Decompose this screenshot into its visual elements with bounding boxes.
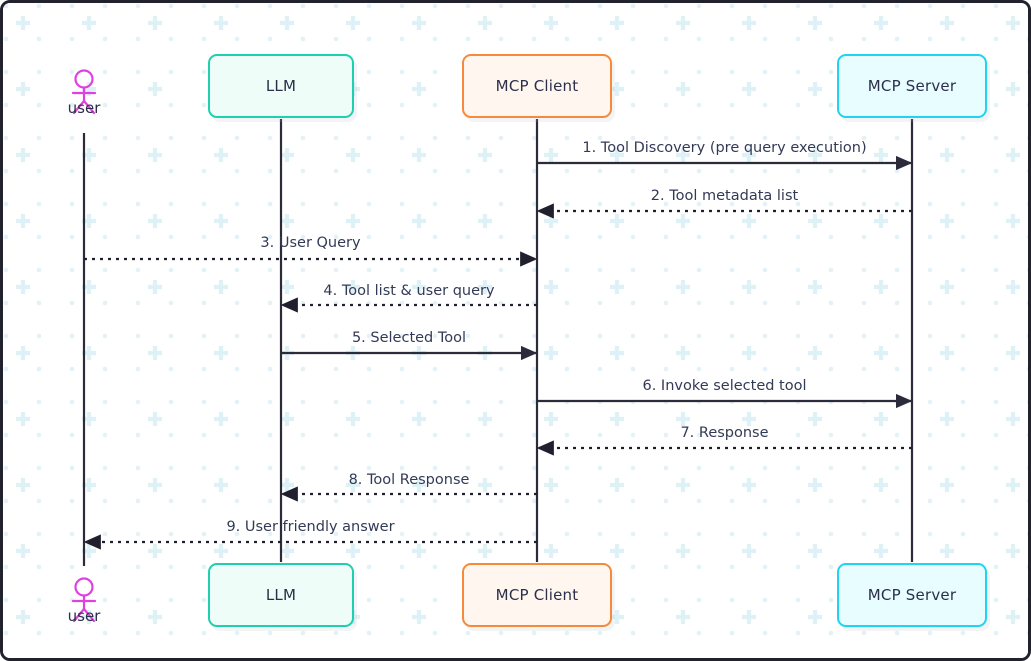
participant-box-llm[interactable]: LLM	[208, 54, 354, 118]
participant-box-server[interactable]: MCP Server	[837, 54, 987, 118]
message-3[interactable]: 3. User Query	[84, 235, 538, 267]
message-6[interactable]: 6. Invoke selected tool	[537, 378, 913, 409]
participant-box-client[interactable]: MCP Client	[462, 54, 612, 118]
participant-box-client[interactable]: MCP Client	[462, 563, 612, 627]
actor-figure-user-bottom[interactable]: user	[68, 577, 102, 626]
message-5[interactable]: 5. Selected Tool	[281, 330, 538, 361]
participant-label-server: MCP Server	[867, 586, 957, 604]
message-4[interactable]: 4. Tool list & user query	[280, 283, 537, 313]
participant-box-llm[interactable]: LLM	[208, 563, 354, 627]
message-label-5: 5. Selected Tool	[352, 330, 466, 346]
message-label-6: 6. Invoke selected tool	[642, 378, 806, 394]
message-label-3: 3. User Query	[260, 235, 361, 251]
participant-label-llm: LLM	[265, 77, 297, 95]
message-label-9: 9. User friendly answer	[226, 519, 394, 535]
actor-label-user-bottom: user	[68, 607, 102, 625]
lifelines-group	[82, 119, 914, 566]
message-label-8: 8. Tool Response	[349, 472, 470, 488]
message-7[interactable]: 7. Response	[536, 425, 912, 456]
actor-label-user-top: user	[68, 99, 102, 117]
actor-figure-user-top[interactable]: user	[68, 69, 102, 118]
participant-label-client: MCP Client	[495, 77, 579, 95]
messages-group: 1. Tool Discovery (pre query execution) 2…	[83, 140, 913, 550]
participant-label-client: MCP Client	[495, 586, 579, 604]
participant-box-server[interactable]: MCP Server	[837, 563, 987, 627]
message-label-1: 1. Tool Discovery (pre query execution)	[582, 140, 866, 156]
participant-label-llm: LLM	[265, 586, 297, 604]
message-1[interactable]: 1. Tool Discovery (pre query execution)	[537, 140, 913, 171]
message-8[interactable]: 8. Tool Response	[280, 472, 537, 502]
participant-label-server: MCP Server	[867, 77, 957, 95]
message-label-4: 4. Tool list & user query	[323, 283, 495, 299]
message-label-7: 7. Response	[680, 425, 768, 441]
message-9[interactable]: 9. User friendly answer	[83, 519, 537, 550]
message-label-2: 2. Tool metadata list	[651, 188, 799, 204]
message-2[interactable]: 2. Tool metadata list	[536, 188, 912, 219]
